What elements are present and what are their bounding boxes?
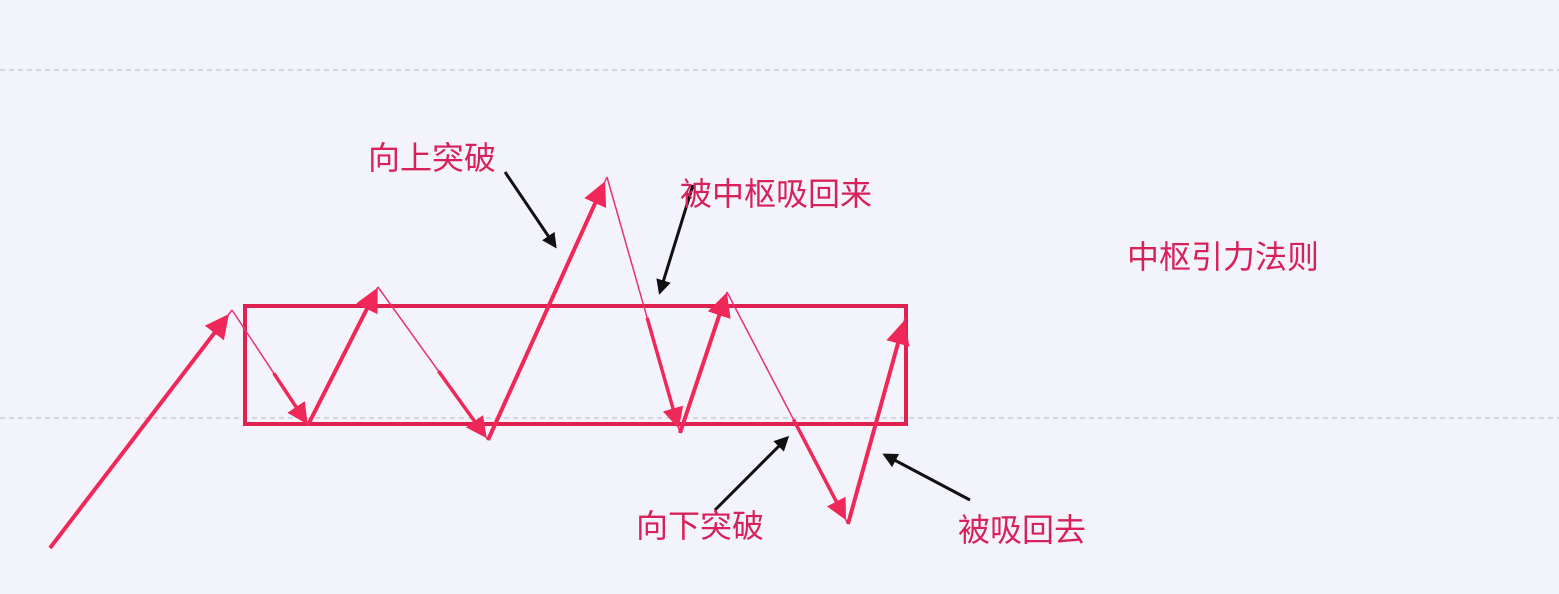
label-pulled-back-up: 被中枢吸回来 — [680, 175, 873, 213]
diagram-title: 中枢引力法则 — [1127, 238, 1320, 276]
pivot-box — [243, 304, 908, 426]
label-pulled-back-down: 被吸回去 — [958, 511, 1087, 549]
label-down-break: 向下突破 — [636, 507, 765, 545]
price-down-arrow — [272, 372, 308, 425]
price-down-arrow — [437, 370, 487, 439]
price-up-arrow — [306, 287, 378, 426]
price-down-arrow — [791, 418, 846, 521]
price-up-arrow — [846, 320, 910, 525]
price-up-arrow — [678, 292, 731, 434]
price-up-arrow — [486, 181, 607, 441]
pointer-arrow — [503, 171, 557, 249]
price-down-arrow — [645, 317, 684, 429]
pointer-arrow — [882, 453, 971, 502]
label-up-break: 向上突破 — [368, 139, 497, 177]
pointer-arrow — [656, 184, 695, 295]
pointer-arrow — [713, 435, 790, 512]
price-up-arrow — [48, 313, 229, 550]
